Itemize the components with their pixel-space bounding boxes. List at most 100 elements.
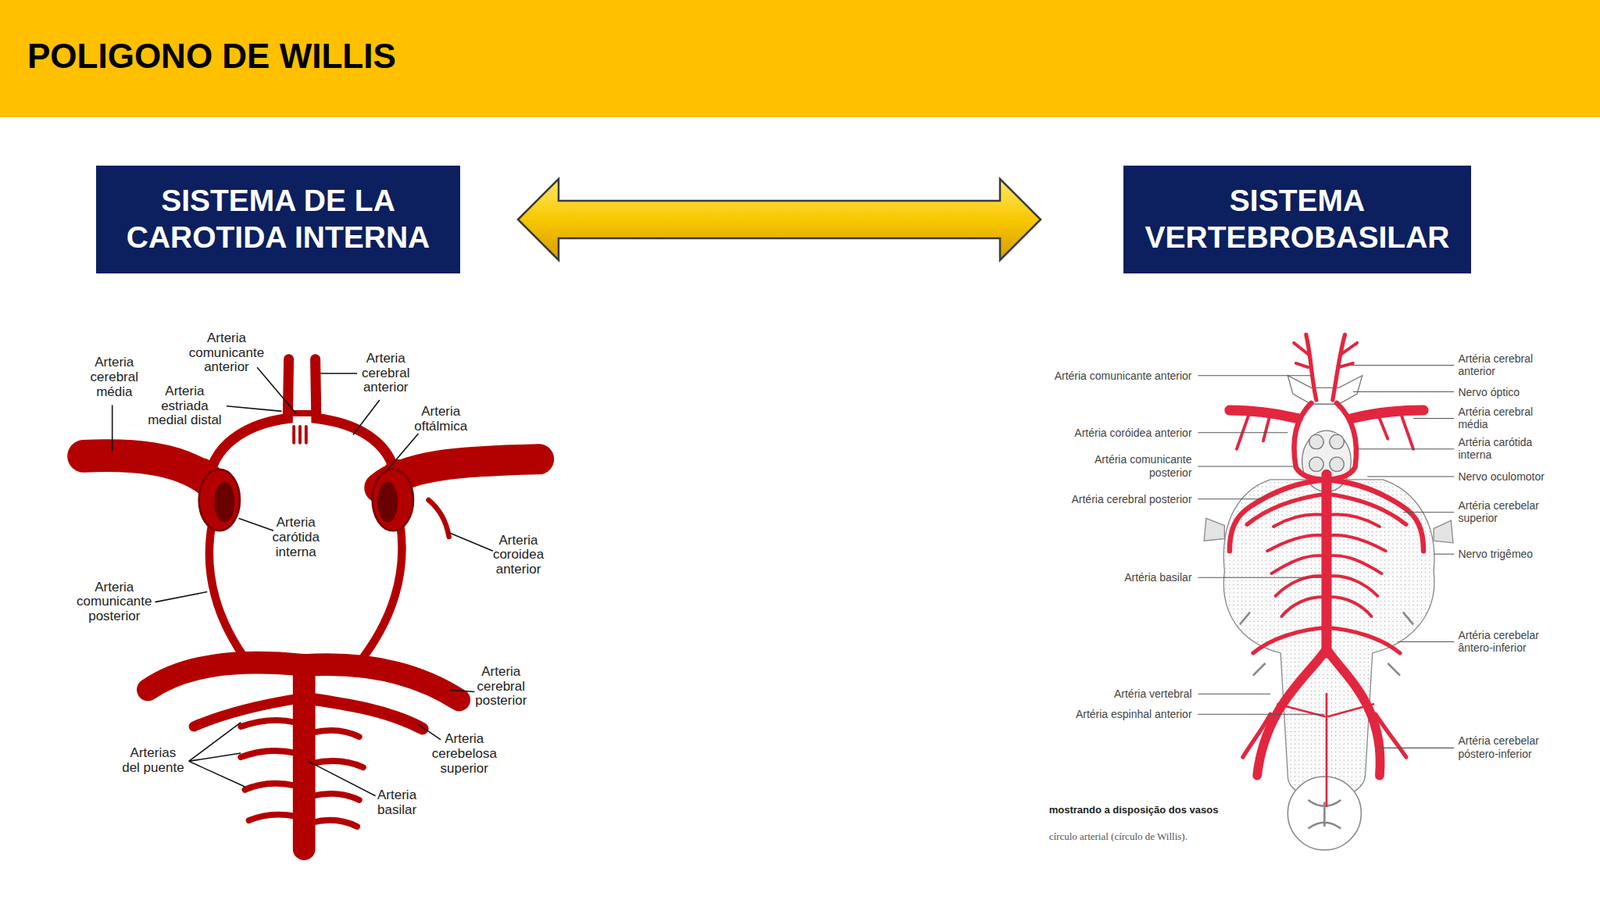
leader-line: [1377, 747, 1454, 749]
artery-vessel: [293, 426, 307, 443]
figure-caption: círculo arterial (círculo de Willis).: [1049, 830, 1188, 843]
carotid-section: [372, 469, 414, 531]
leader-line: [449, 532, 493, 552]
structure-label: Artéria vertebral: [1114, 687, 1193, 701]
leader-line: [320, 372, 358, 375]
leader-line: [1403, 511, 1454, 513]
leader-line: [257, 367, 297, 414]
structure-label: Artéria cerebral posterior: [1071, 492, 1192, 506]
brainstem-drawing: [1203, 375, 1454, 850]
structure-label: Artéria carótida interna: [1457, 435, 1543, 463]
structure-label: Artéria comunicante posterior: [1090, 453, 1193, 480]
optic-chiasm: [1287, 375, 1362, 405]
carotid-lumen: [377, 481, 398, 522]
leader-line: [1367, 475, 1454, 477]
gray-matter: [1307, 800, 1341, 829]
structure-label: Arteria cerebelosa superior: [424, 732, 504, 776]
double-arrow: [517, 178, 1041, 261]
leader-lines: [1197, 365, 1454, 749]
structure-label: Artéria cerebelar superior: [1457, 499, 1543, 526]
leader-line: [1353, 391, 1454, 393]
artery-vessel: [1257, 649, 1380, 776]
leader-line: [1197, 577, 1322, 579]
illustrations: [83, 334, 1454, 850]
leader-line: [1197, 693, 1271, 695]
structure-label: Nervo oculomotor: [1457, 470, 1545, 484]
structure-label: Arteria estriada medial distal: [144, 384, 225, 429]
artery-vessel: [1253, 627, 1400, 654]
artery-vessel: [1326, 514, 1386, 617]
artery-vessel: [306, 697, 423, 729]
artery-vessel: [1229, 410, 1424, 418]
leader-lines: [112, 367, 493, 797]
artery-vessel: [1267, 514, 1327, 617]
structure-label: Arteria basilar: [357, 788, 437, 818]
artery-vessel: [428, 500, 450, 537]
structure-label: Nervo óptico: [1457, 385, 1520, 399]
structure-label: Artéria cerebelar póstero-inferior: [1457, 735, 1546, 762]
leader-line: [449, 689, 475, 693]
leader-line: [1397, 641, 1454, 643]
artery-vessel: [357, 522, 402, 666]
leader-line: [1197, 375, 1312, 376]
spinal-cord-section: [1287, 776, 1361, 850]
structure-label: Artéria espinhal anterior: [1075, 707, 1193, 722]
leader-line: [1197, 465, 1296, 467]
carotid-lumen: [214, 481, 235, 522]
structure-label: Arteria comunicante anterior: [186, 331, 267, 375]
box-heading: SISTEMA VERTEBROBASILAR: [1131, 182, 1464, 257]
structure-label: Arteria cerebral anterior: [346, 351, 426, 396]
leader-line: [353, 400, 380, 435]
structure-label: Arteria comunicante posterior: [74, 580, 154, 625]
structure-label: Arteria oftálmica: [400, 404, 481, 434]
carotid-section: [199, 469, 240, 531]
artery-vessel: [1293, 342, 1358, 368]
structure-label: Arterias del puente: [121, 746, 186, 776]
leader-line: [1197, 498, 1265, 500]
leader-line: [239, 518, 274, 532]
artery-vessel: [312, 730, 364, 827]
structure-label: Arteria carótida interna: [256, 515, 336, 560]
artery-vessel: [209, 522, 250, 666]
mamillary-body: [1309, 434, 1344, 472]
structure-label: Artéria basilar: [1124, 571, 1192, 585]
leader-line: [1357, 448, 1454, 450]
structure-label: Arteria cerebral média: [74, 355, 154, 400]
slide-title: POLIGONO DE WILLIS: [27, 36, 397, 76]
artery-vessel: [1277, 693, 1374, 807]
artery-vessel: [1293, 403, 1357, 480]
artery-vessel: [1236, 410, 1414, 449]
leader-line: [387, 433, 418, 470]
artery-vessel: [83, 455, 211, 482]
leader-line: [155, 592, 208, 603]
leader-line: [111, 405, 114, 452]
leader-line: [1433, 553, 1454, 555]
structure-label: Nervo trigêmeo: [1457, 547, 1533, 561]
leader-line: [1197, 714, 1325, 715]
structure-label: Artéria cerebelar ântero-inferior: [1457, 628, 1546, 656]
leader-line: [1413, 417, 1454, 419]
structure-label: Artéria cerebral anterior: [1457, 352, 1543, 379]
structure-label: Arteria cerebral posterior: [460, 664, 541, 709]
figure-caption: mostrando a disposição dos vasos: [1049, 803, 1219, 817]
artery-vessel: [240, 720, 297, 821]
leader-line: [1339, 364, 1455, 366]
leader-line: [226, 406, 283, 412]
willis-schematic: [83, 359, 540, 850]
structure-label: Arteria coroidea anterior: [478, 532, 559, 577]
leader-line: [307, 760, 375, 796]
structure-label: Artéria coróidea anterior: [1074, 425, 1192, 440]
header-band: [0, 0, 1600, 118]
system-box: SISTEMA DE LA CAROTIDA INTERNA: [96, 165, 461, 274]
leader-line: [1197, 432, 1288, 433]
vertebrobasilar-arteries: [1229, 334, 1424, 806]
artery-vessel: [1242, 714, 1407, 758]
system-box: SISTEMA VERTEBROBASILAR: [1123, 165, 1472, 274]
box-heading: SISTEMA DE LA CAROTIDA INTERNA: [103, 182, 453, 257]
structure-label: Artéria comunicante anterior: [1054, 368, 1193, 383]
leader-line: [418, 724, 442, 740]
structure-label: Artéria cerebral média: [1457, 405, 1543, 433]
connector-layer: [517, 178, 1041, 261]
